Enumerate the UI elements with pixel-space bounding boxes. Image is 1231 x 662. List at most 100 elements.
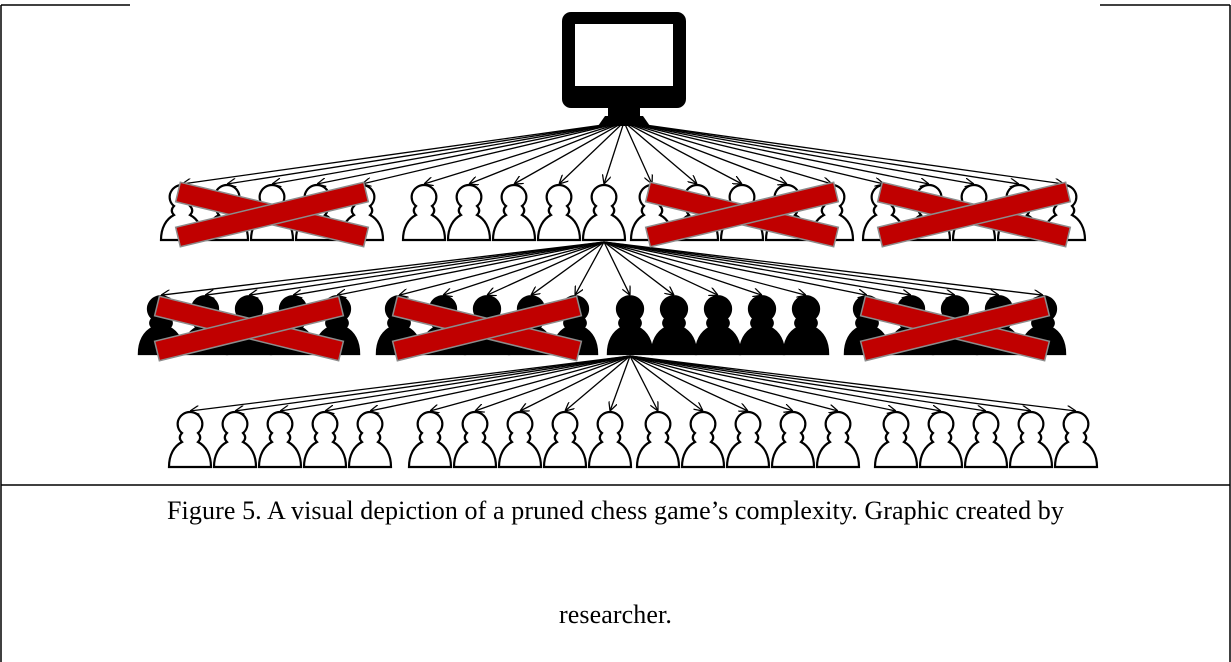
cross-icon: [859, 295, 1051, 362]
move-edge: [623, 121, 742, 184]
move-edge: [623, 121, 1064, 184]
move-edge: [603, 241, 955, 295]
move-edge: [603, 241, 806, 295]
move-edge: [603, 241, 674, 295]
move-edge: [424, 121, 625, 184]
pawn-icon: [770, 410, 816, 469]
move-edge: [623, 121, 832, 184]
cross-icon: [391, 295, 583, 362]
move-edge: [161, 241, 605, 295]
move-edge: [629, 355, 941, 411]
figure-caption-line1: Figure 5. A visual depiction of a pruned…: [167, 496, 1064, 525]
move-edge: [629, 355, 1076, 411]
pawn-icon: [257, 410, 303, 469]
move-edge: [317, 121, 625, 184]
figure-caption-line2: researcher.: [559, 600, 672, 629]
move-edge: [325, 355, 631, 411]
move-edge: [623, 121, 929, 184]
move-edge: [623, 121, 1019, 184]
pawn-icon: [963, 410, 1009, 469]
move-edge: [272, 121, 625, 184]
move-edge: [531, 241, 605, 295]
move-edge: [623, 121, 652, 184]
cross-stroke: [859, 295, 1051, 362]
move-edge: [629, 355, 1031, 411]
move-edge: [623, 121, 884, 184]
move-edge: [469, 121, 625, 184]
pawn-icon: [725, 410, 771, 469]
move-edge: [370, 355, 631, 411]
pawn-icon: [918, 410, 964, 469]
move-edge: [623, 121, 787, 184]
pawn-icon: [635, 410, 681, 469]
move-edge: [362, 121, 625, 184]
move-edge: [629, 355, 838, 411]
move-edge: [337, 241, 605, 295]
move-edge: [603, 241, 762, 295]
move-edge: [623, 121, 974, 184]
pawn-icon: [401, 183, 447, 242]
pawn-icon: [606, 295, 654, 356]
move-edge: [443, 241, 605, 295]
move-edge: [487, 241, 605, 295]
cross-icon: [644, 181, 840, 248]
pawn-icon: [815, 410, 861, 469]
tree-edges: [161, 121, 1076, 411]
move-edge: [629, 355, 703, 411]
move-edge: [629, 355, 896, 411]
move-edge: [514, 121, 625, 184]
cross-stroke: [174, 181, 370, 248]
pawn-icon: [407, 410, 453, 469]
cross-icon: [876, 181, 1072, 248]
pawn-icon: [452, 410, 498, 469]
pawn-icon: [497, 410, 543, 469]
move-edge: [475, 355, 631, 411]
move-edge: [603, 241, 867, 295]
cross-stroke: [391, 295, 583, 362]
pawn-icon: [542, 410, 588, 469]
move-edge: [603, 241, 718, 295]
cross-icon: [174, 181, 370, 248]
move-edge: [227, 121, 625, 184]
move-edge: [520, 355, 631, 411]
pawn-icon: [1053, 410, 1099, 469]
pawn-icon: [680, 410, 726, 469]
move-edge: [559, 121, 625, 184]
move-edge: [603, 241, 1043, 295]
move-edge: [190, 355, 631, 411]
move-edge: [249, 241, 605, 295]
pawn-icon: [650, 295, 698, 356]
cross-stroke: [876, 181, 1072, 248]
pawn-icon: [587, 410, 633, 469]
pawn-icon: [167, 410, 213, 469]
move-edge: [629, 355, 793, 411]
move-edge: [604, 121, 625, 184]
pawn-icon: [491, 183, 537, 242]
move-edge: [603, 241, 911, 295]
pawn-icon: [694, 295, 742, 356]
move-edge: [575, 241, 605, 295]
frame-lines: [0, 4, 1231, 662]
move-edge: [182, 121, 625, 184]
pruned-branches: [153, 181, 1072, 362]
move-edge: [205, 241, 605, 295]
move-edge: [293, 241, 605, 295]
pawn-icon: [1008, 410, 1054, 469]
pawn-icon: [536, 183, 582, 242]
pawn-icon: [347, 410, 393, 469]
monitor-icon: [562, 12, 686, 126]
move-edge: [603, 241, 999, 295]
pawn-icon: [738, 295, 786, 356]
move-edge: [629, 355, 986, 411]
pawn-icon: [212, 410, 258, 469]
move-edge: [603, 241, 630, 295]
cross-icon: [153, 295, 345, 362]
pawn-icon: [873, 410, 919, 469]
move-edge: [399, 241, 605, 295]
cross-stroke: [644, 181, 840, 248]
move-edge: [235, 355, 631, 411]
move-edge: [565, 355, 631, 411]
pawn-icon: [782, 295, 830, 356]
